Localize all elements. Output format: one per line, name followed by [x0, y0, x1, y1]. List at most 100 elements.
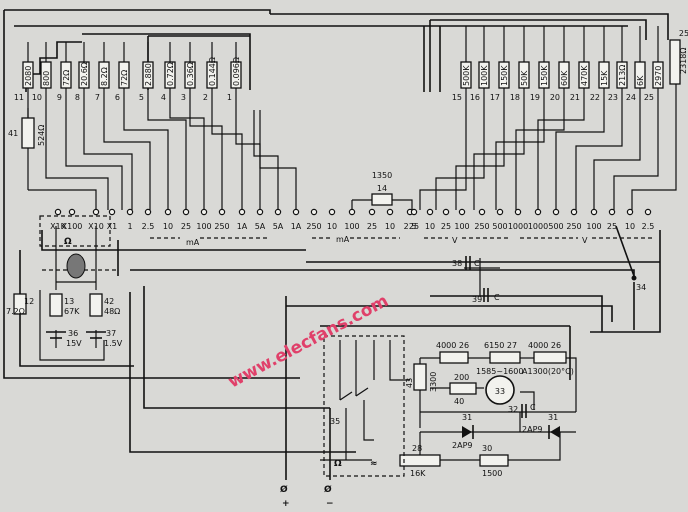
switch-contact: 2.5	[142, 208, 155, 231]
top-resistor-num: 16	[470, 93, 480, 102]
top-resistor-value: 150K	[500, 65, 509, 86]
top-resistor-value: 15K	[600, 70, 609, 86]
switch-contact: 25	[441, 208, 451, 231]
meter-sw35: 35	[330, 417, 340, 426]
top-resistor: 78.2Ω	[95, 42, 110, 110]
battery-37-num: 37	[106, 329, 116, 338]
group-label-v-ac: V	[452, 236, 458, 245]
meter-d31b: 2AP9	[522, 425, 542, 434]
switch-contact-label: 5A	[273, 222, 284, 231]
battery-r12-value: 7.2Ω	[6, 307, 25, 316]
switch-contact-label: 2.5	[142, 222, 155, 231]
capacitor-38-label: C	[474, 259, 480, 268]
switch-contact: 25	[409, 208, 419, 231]
top-resistor-value: 72Ω	[62, 70, 71, 86]
top-resistor-value: 72Ω	[120, 70, 129, 86]
diode-31a	[462, 426, 472, 438]
switch-contact-label: 1A	[237, 222, 248, 231]
top-resistor-num: 5	[139, 93, 144, 102]
meter-r40-num: 40	[454, 397, 464, 406]
top-resistor-num: 15	[452, 93, 462, 102]
top-resistor-value: 800	[42, 71, 51, 86]
left-resistor-41: 41 524Ω	[8, 108, 46, 149]
meter-r30: 1500	[482, 469, 502, 478]
switch-contact-label: X1	[107, 222, 118, 231]
switch-contact: 10	[327, 208, 337, 231]
meter-d31a-num: 31	[462, 413, 472, 422]
top-resistor-value: 60K	[560, 70, 569, 86]
top-resistor-num: 22	[590, 93, 600, 102]
switch-contact: 100	[344, 208, 360, 231]
far-right-resistor-value: 2318Ω	[679, 48, 688, 74]
switch-contact-label: 100	[344, 222, 359, 231]
top-resistor-value: 150K	[540, 65, 549, 86]
group-label-ma: mA	[186, 238, 200, 247]
resistor-43	[413, 363, 427, 391]
terminal-plus: +	[282, 499, 290, 509]
mid-resistor-14: 1350 14	[371, 171, 393, 206]
switch-contact-label: 25	[441, 222, 451, 231]
switch-contact-label: 500	[548, 222, 563, 231]
resistor-26a	[439, 351, 469, 364]
meter-d31b-num: 31	[548, 413, 558, 422]
top-resistor-num: 19	[530, 93, 540, 102]
meter-r26b: 4000 26	[528, 341, 561, 350]
left-resistor-num: 41	[8, 129, 18, 138]
switch-contact: 250	[566, 208, 582, 231]
switch-contact-label: 500	[492, 222, 507, 231]
switch-contact-label: 10	[625, 222, 635, 231]
terminal-minus-symbol: Ø	[324, 484, 332, 495]
battery-r42-num: 42	[104, 297, 114, 306]
switch-contact: 500	[548, 208, 564, 231]
top-resistor-value: 50K	[520, 70, 529, 86]
resistor-13	[49, 293, 63, 317]
top-resistor-value: 0.72Ω	[166, 62, 175, 86]
resistor-30	[479, 454, 509, 467]
meter-r40-value: 200	[454, 373, 469, 382]
switch-contact-label: 25	[607, 222, 617, 231]
switch-contact-label: 25	[409, 222, 419, 231]
top-resistor-num: 1	[227, 93, 232, 102]
resistor-26b	[533, 351, 567, 364]
switch-contact-label: 5A	[255, 222, 266, 231]
switch-contact: 500	[492, 208, 508, 231]
switch-contact-label: 2.5	[404, 222, 417, 231]
resistor-40	[449, 382, 477, 395]
switch-contact: 5A	[255, 208, 266, 231]
switch-contact: 1000	[528, 208, 548, 231]
group-label-v-dc: V	[582, 236, 588, 245]
switch-contact: X100	[62, 208, 82, 231]
meter-num: 33	[495, 387, 505, 396]
switch-contact-label: 100	[586, 222, 601, 231]
meter-ohm-symbol: Ω	[334, 459, 342, 469]
switch-contact: 25	[607, 208, 617, 231]
switch-contact: 10	[163, 208, 173, 231]
top-resistor-value: 6K	[636, 75, 645, 86]
top-resistor-num: 25	[644, 93, 654, 102]
top-resistor-num: 8	[75, 93, 80, 102]
switch-contact: 25	[181, 208, 191, 231]
switch-contact-label: 1000	[528, 222, 548, 231]
capacitor-38-num: 38	[452, 259, 462, 268]
capacitor-32-label: C	[530, 403, 536, 412]
switch-contact-label: X10	[88, 222, 104, 231]
switch-contact: 250	[474, 208, 490, 231]
group-label-ma2: mA	[336, 235, 350, 244]
battery-r13-num: 13	[64, 297, 74, 306]
resistor-42	[89, 293, 103, 317]
switch-contact: 100	[454, 208, 470, 231]
resistor-27	[489, 351, 521, 364]
top-resistor-value: 8.2Ω	[100, 67, 109, 86]
capacitor-32-num: 32	[508, 405, 518, 414]
meter-r30-num: 30	[482, 444, 492, 453]
top-resistor-value: 0.096Ω	[232, 57, 241, 86]
top-resistor-num: 7	[95, 93, 100, 102]
top-resistor: 30.36Ω	[181, 42, 196, 110]
